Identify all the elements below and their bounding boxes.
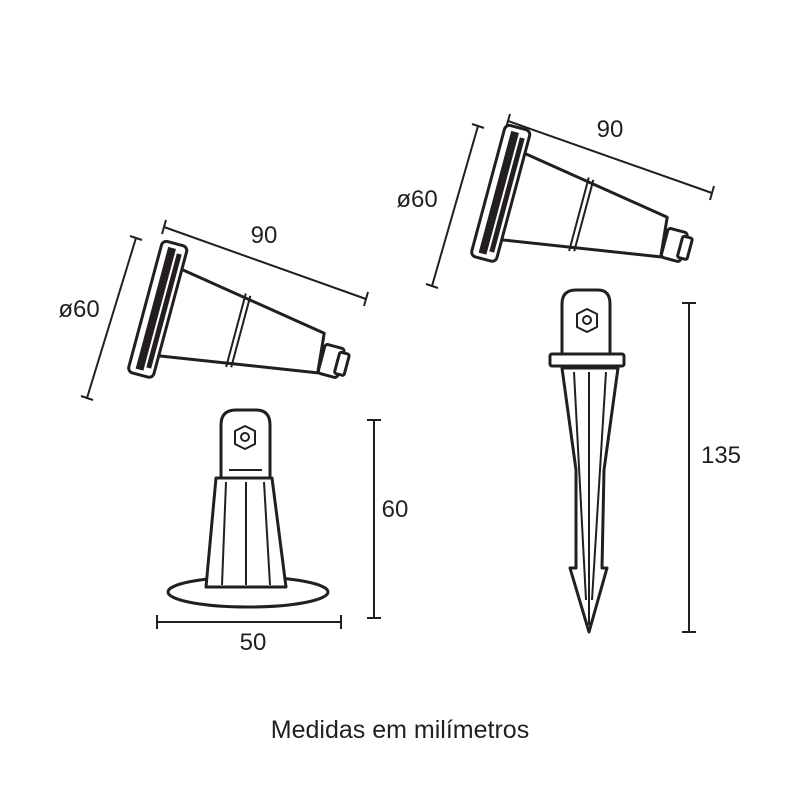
units-caption: Medidas em milímetros [271,716,529,744]
left-height-dimension [367,419,381,619]
spike-collar [548,352,626,368]
left-spotlight-base-mount [127,239,351,609]
left-diameter-label: ø60 [58,296,99,323]
lamp-head-right [470,123,694,263]
left-height-label: 60 [382,496,409,523]
right-length-label: 90 [597,116,624,143]
left-width-label: 50 [240,629,267,656]
left-diameter-dimension [80,235,143,401]
right-spotlight-spike-mount [470,123,694,634]
lamp-head [127,239,351,379]
left-width-dimension [156,615,342,629]
right-height-label: 135 [701,442,741,469]
right-diameter-label: ø60 [396,186,437,213]
right-height-dimension [682,302,696,633]
right-diameter-dimension [425,123,485,289]
left-length-dimension [161,219,369,307]
right-length-dimension [505,113,715,201]
lamp-cone [155,267,326,375]
left-length-label: 90 [251,222,278,249]
